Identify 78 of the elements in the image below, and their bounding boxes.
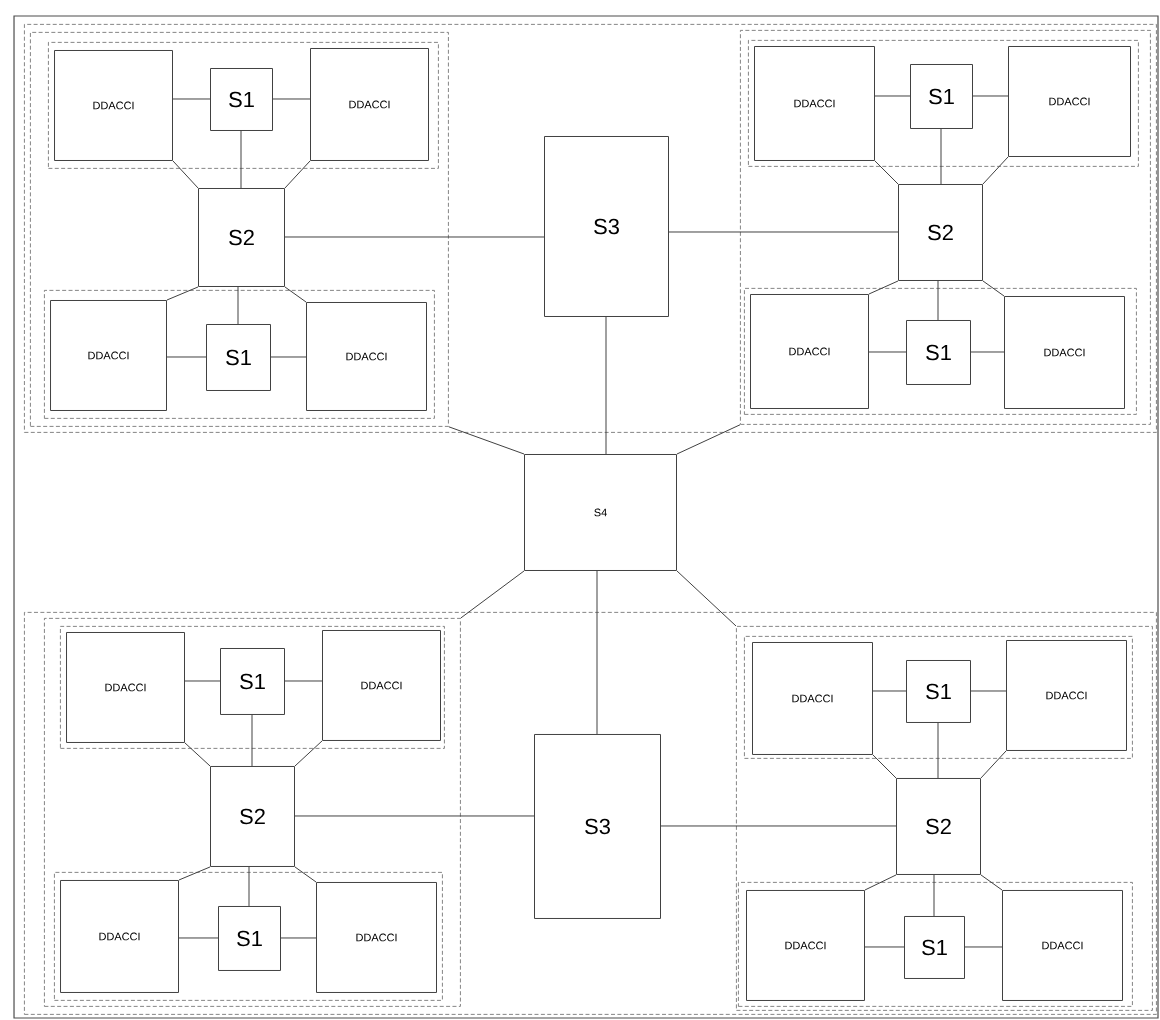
switch-box: S2 xyxy=(210,766,295,867)
connector-line xyxy=(251,714,253,767)
connector-line xyxy=(964,946,1003,948)
connector-line xyxy=(448,426,525,455)
connector-line xyxy=(980,750,1007,779)
switch-box: S1 xyxy=(910,64,973,129)
group-outline xyxy=(738,882,1133,1007)
connector-line xyxy=(868,351,907,353)
connector-line xyxy=(868,280,899,295)
connector-line xyxy=(937,722,939,779)
connector-line xyxy=(237,286,239,325)
switch-box: S2 xyxy=(198,188,285,287)
connector-line xyxy=(874,95,911,97)
switch-box: S2 xyxy=(898,184,983,281)
connector-line xyxy=(294,815,535,817)
connector-line xyxy=(184,742,211,767)
connector-line xyxy=(284,680,323,682)
connector-line xyxy=(874,160,899,185)
connector-line xyxy=(166,286,199,301)
connector-line xyxy=(972,95,1009,97)
switch-box: S3 xyxy=(544,136,669,317)
group-outline xyxy=(44,618,461,1007)
connector-line xyxy=(982,280,1005,297)
connector-line xyxy=(284,160,311,189)
switch-box: S1 xyxy=(218,906,281,971)
connector-line xyxy=(272,98,311,100)
connector-line xyxy=(172,160,199,189)
group-outline xyxy=(30,32,449,427)
connector-line xyxy=(872,754,897,779)
connector-line xyxy=(970,351,1005,353)
connector-line xyxy=(460,570,525,619)
switch-box: S3 xyxy=(534,734,661,919)
connector-line xyxy=(676,424,741,455)
switch-box: S1 xyxy=(210,68,273,131)
connector-line xyxy=(980,874,1003,891)
switch-box: S2 xyxy=(896,778,981,875)
connector-line xyxy=(940,128,942,185)
group-outline xyxy=(24,24,1157,433)
group-outline xyxy=(48,42,439,169)
group-outline xyxy=(44,290,435,419)
connector-line xyxy=(668,231,899,233)
connector-line xyxy=(294,740,323,767)
connector-line xyxy=(660,825,897,827)
group-outline xyxy=(748,40,1139,167)
connector-line xyxy=(970,690,1007,692)
switch-box: S1 xyxy=(904,916,965,979)
connector-line xyxy=(982,156,1009,185)
connector-line xyxy=(280,937,317,939)
connector-line xyxy=(933,874,935,917)
connector-line xyxy=(294,866,317,883)
group-outline xyxy=(60,626,445,749)
connector-line xyxy=(178,937,219,939)
connector-line xyxy=(240,130,242,189)
group-outline xyxy=(736,626,1153,1011)
switch-box: S1 xyxy=(206,324,271,391)
switch-box: S1 xyxy=(906,320,971,385)
switch-box: S1 xyxy=(906,660,971,723)
switch-box: S1 xyxy=(220,648,285,715)
connector-line xyxy=(284,236,545,238)
connector-line xyxy=(184,680,221,682)
connector-line xyxy=(676,570,737,627)
connector-line xyxy=(172,98,211,100)
group-outline xyxy=(744,636,1133,759)
group-outline xyxy=(740,30,1151,425)
connector-line xyxy=(284,286,307,303)
connector-line xyxy=(248,866,250,907)
group-outline xyxy=(24,612,1157,1015)
group-outline xyxy=(54,872,443,1001)
connector-line xyxy=(605,316,607,455)
connector-line xyxy=(864,874,897,891)
connector-line xyxy=(872,690,907,692)
connector-line xyxy=(596,570,598,735)
connector-line xyxy=(178,866,211,881)
connector-line xyxy=(937,280,939,321)
connector-line xyxy=(864,946,905,948)
connector-line xyxy=(166,356,207,358)
connector-line xyxy=(270,356,307,358)
group-outline xyxy=(744,288,1137,415)
